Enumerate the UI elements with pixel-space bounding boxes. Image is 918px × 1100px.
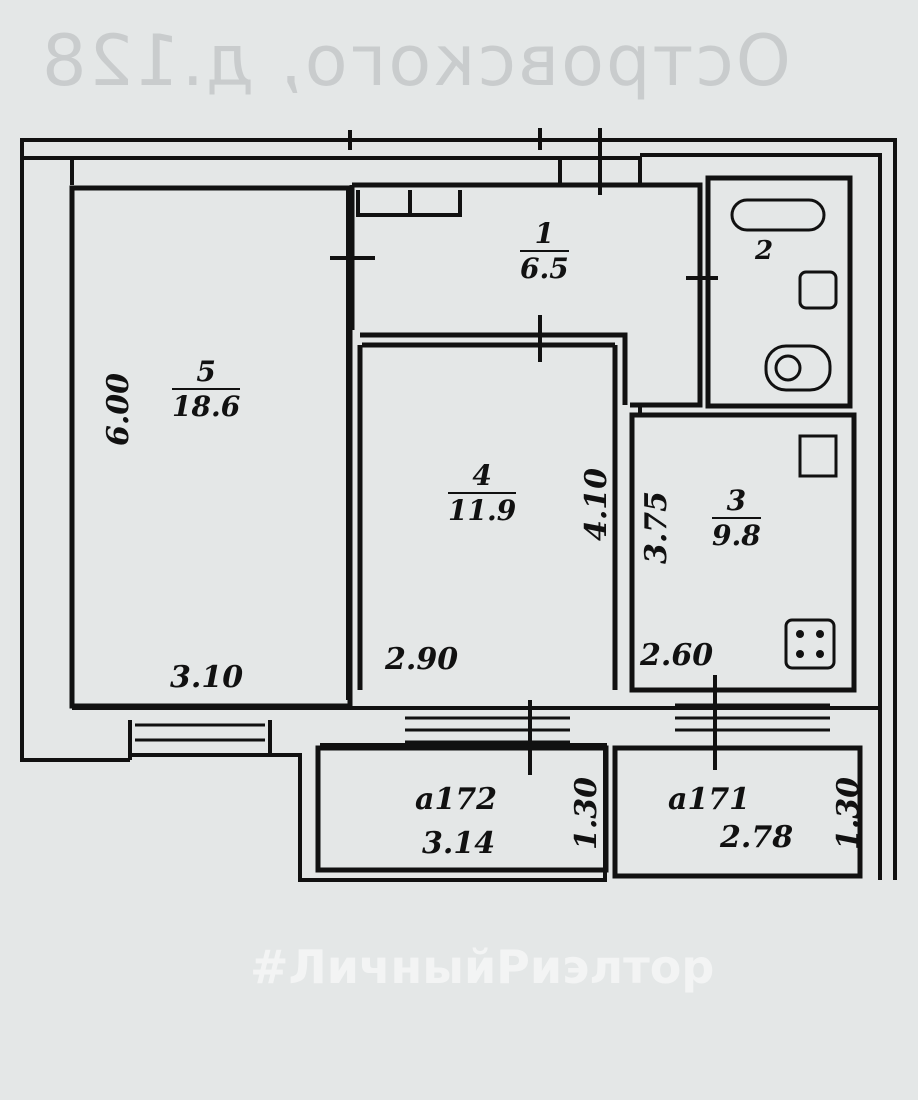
toilet-icon bbox=[764, 344, 832, 392]
room-5-label: 5 18.6 bbox=[172, 355, 241, 423]
dim-room4-width: 2.90 bbox=[385, 642, 459, 677]
room-3-label: 3 9.8 bbox=[712, 484, 761, 552]
balcony-a172-label: a172 bbox=[415, 782, 498, 817]
sink-icon bbox=[798, 270, 838, 310]
stove-icon bbox=[784, 618, 836, 670]
balcony-a171 bbox=[612, 745, 863, 879]
balcony-a171-label: a171 bbox=[668, 782, 751, 817]
dim-room4-height: 4.10 bbox=[579, 467, 615, 542]
room-4-label: 4 11.9 bbox=[448, 459, 517, 527]
dim-room5-width: 3.10 bbox=[170, 660, 244, 695]
balcony-a172 bbox=[315, 745, 609, 873]
watermark: #ЛичныйРиэлтор bbox=[250, 940, 715, 994]
dim-room3-width: 2.60 bbox=[640, 638, 714, 673]
bathtub-icon bbox=[730, 198, 826, 232]
balcony-a171-area: 2.78 bbox=[720, 820, 794, 855]
kitchen-sink-icon bbox=[798, 434, 838, 478]
dim-balcony1-depth: 1.30 bbox=[569, 776, 605, 851]
dim-balcony2-depth: 1.30 bbox=[831, 776, 867, 851]
room-1-label: 1 6.5 bbox=[520, 217, 569, 285]
door-marks bbox=[330, 128, 718, 775]
room-2 bbox=[705, 175, 853, 409]
room-3 bbox=[629, 412, 857, 693]
balcony-a172-area: 3.14 bbox=[422, 826, 496, 861]
windows bbox=[135, 703, 830, 744]
dim-room5-height: 6.00 bbox=[101, 372, 137, 447]
room-5 bbox=[69, 185, 353, 709]
room-2-label: 2 bbox=[755, 236, 774, 266]
dim-room3-height: 3.75 bbox=[639, 490, 675, 565]
